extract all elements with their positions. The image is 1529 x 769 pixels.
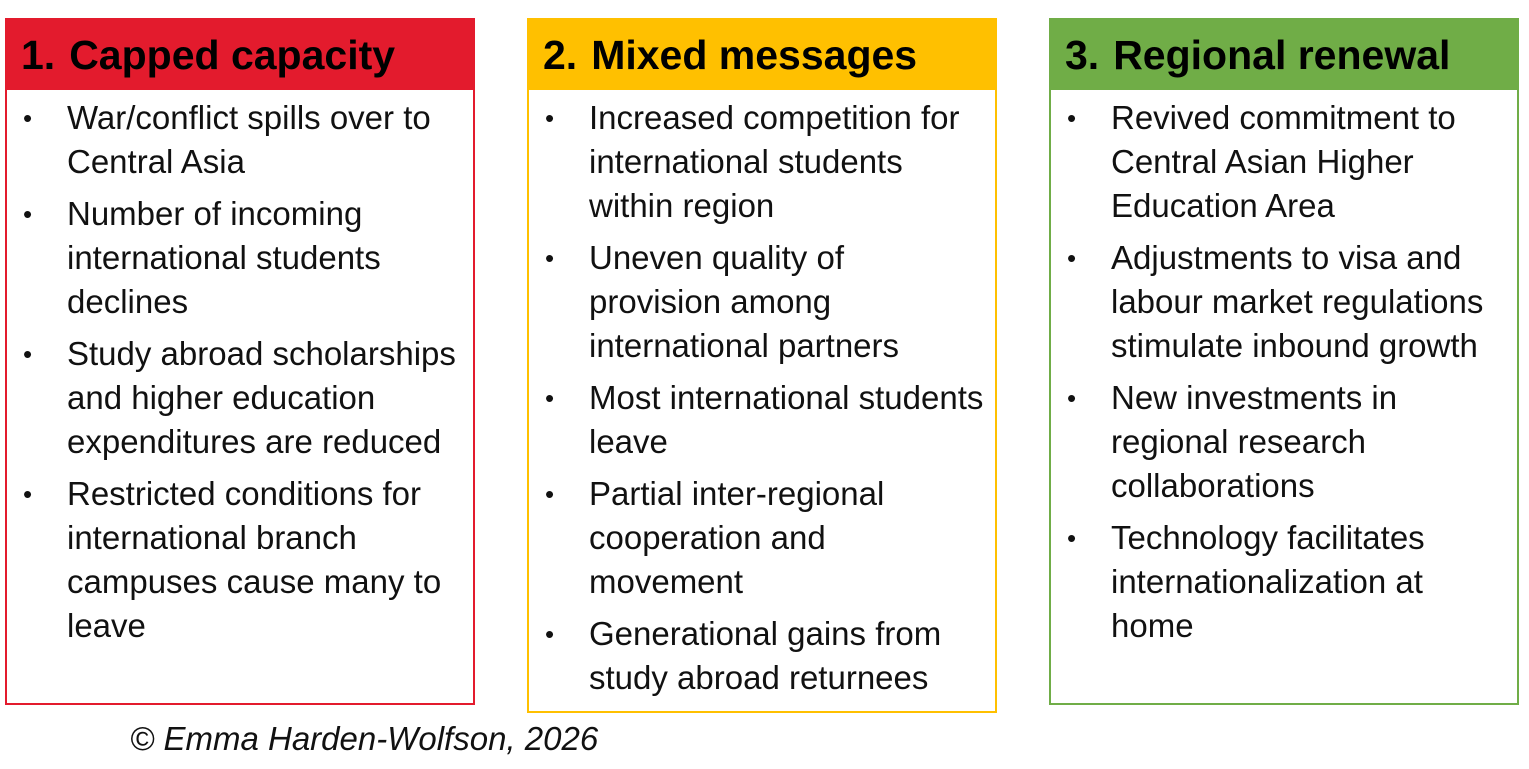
scenario-title: Mixed messages: [591, 31, 918, 78]
panel-header: 3. Regional renewal: [1051, 20, 1517, 90]
scenario-title: Capped capacity: [69, 31, 396, 78]
list-item: •Revived commitment to Central Asian Hig…: [1051, 96, 1507, 228]
bullet-icon: •: [1067, 383, 1077, 413]
bullet-icon: •: [545, 479, 555, 509]
bullet-icon: •: [23, 339, 33, 369]
list-item: •Restricted conditions for international…: [7, 472, 463, 648]
bullet-icon: •: [545, 103, 555, 133]
bullet-icon: •: [1067, 523, 1077, 553]
bullet-icon: •: [545, 243, 555, 273]
list-item: •Study abroad scholarships and higher ed…: [7, 332, 463, 464]
bullet-icon: •: [1067, 103, 1077, 133]
bullet-list: •War/conflict spills over to Central Asi…: [7, 90, 473, 648]
list-item: •Number of incoming international studen…: [7, 192, 463, 324]
list-item: •Most international students leave: [529, 376, 985, 464]
list-item: •Partial inter-regional cooperation and …: [529, 472, 985, 604]
scenario-panel-mixed-messages: 2. Mixed messages •Increased competition…: [527, 18, 997, 713]
scenario-number: 2.: [543, 31, 578, 78]
list-item: •Uneven quality of provision among inter…: [529, 236, 985, 368]
list-item: •Increased competition for international…: [529, 96, 985, 228]
list-item: •Technology facilitates internationaliza…: [1051, 516, 1507, 648]
scenario-panel-capped-capacity: 1. Capped capacity •War/conflict spills …: [5, 18, 475, 705]
bullet-icon: •: [545, 383, 555, 413]
panel-header: 1. Capped capacity: [7, 20, 473, 90]
list-item: •New investments in regional research co…: [1051, 376, 1507, 508]
bullet-list: •Increased competition for international…: [529, 90, 995, 700]
bullet-icon: •: [1067, 243, 1077, 273]
scenario-title: Regional renewal: [1113, 31, 1451, 78]
list-item: •Generational gains from study abroad re…: [529, 612, 985, 700]
bullet-list: •Revived commitment to Central Asian Hig…: [1051, 90, 1517, 648]
scenario-number: 3.: [1065, 31, 1100, 78]
bullet-icon: •: [545, 619, 555, 649]
panel-header: 2. Mixed messages: [529, 20, 995, 90]
bullet-icon: •: [23, 103, 33, 133]
list-item: •Adjustments to visa and labour market r…: [1051, 236, 1507, 368]
bullet-icon: •: [23, 199, 33, 229]
bullet-icon: •: [23, 479, 33, 509]
list-item: •War/conflict spills over to Central Asi…: [7, 96, 463, 184]
scenario-panel-regional-renewal: 3. Regional renewal •Revived commitment …: [1049, 18, 1519, 705]
copyright-credit: © Emma Harden-Wolfson, 2026: [130, 720, 599, 757]
scenario-number: 1.: [21, 31, 56, 78]
